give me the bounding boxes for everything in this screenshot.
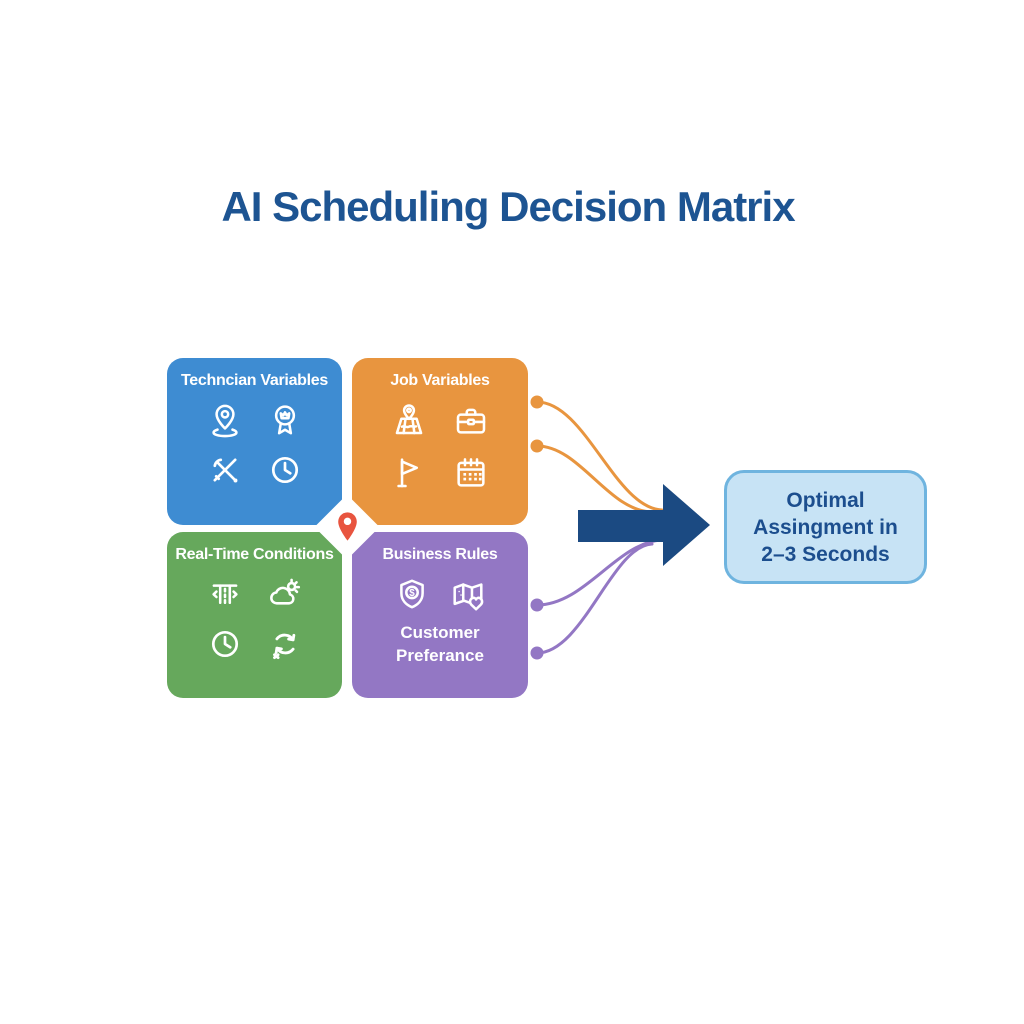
svg-text:$: $ (409, 588, 415, 599)
icon-grid: $ (393, 576, 487, 614)
map-pin-marker-icon (338, 512, 357, 541)
quadrant-real-time-conditions: Real-Time Conditions (167, 532, 342, 698)
purple-connector-line (535, 538, 664, 607)
result-box: Optimal Assingment in 2–3 Seconds (724, 470, 927, 584)
quadrant-sublabel: Customer Preferance (396, 623, 484, 665)
flow-connectors (530, 395, 710, 660)
flag-icon (390, 454, 428, 492)
tools-icon (207, 452, 243, 488)
connector-dot (530, 439, 544, 453)
location-pin-icon (207, 402, 243, 438)
quadrant-label: Real-Time Conditions (175, 546, 334, 563)
quadrant-business-rules: Business Rules $ Customer Preferanc (352, 532, 528, 698)
result-line: Optimal (786, 488, 865, 512)
result-line: Assingment in (753, 515, 898, 539)
award-badge-icon (267, 402, 303, 438)
calendar-icon (452, 454, 490, 492)
quadrant-job-variables: Job Variables (352, 358, 528, 525)
sync-arrows-icon (267, 626, 303, 662)
right-arrow-icon (578, 484, 710, 566)
purple-connector-line (535, 542, 654, 655)
connector-dot (530, 395, 544, 409)
traffic-lanes-icon (207, 576, 243, 612)
icon-grid (207, 576, 303, 662)
orange-connector-line (535, 400, 664, 512)
briefcase-icon (452, 402, 490, 440)
result-line: 2–3 Seconds (761, 542, 890, 566)
map-heart-icon (449, 576, 487, 614)
icon-grid (390, 402, 490, 492)
quadrant-label: Techncian Variables (181, 372, 328, 389)
quadrant-technician-variables: Techncian Variables (167, 358, 342, 525)
diagram-title: AI Scheduling Decision Matrix (221, 183, 795, 230)
map-pin-icon (390, 402, 428, 440)
connector-dot (530, 646, 544, 660)
quadrant-label: Business Rules (382, 546, 498, 563)
shield-dollar-icon: $ (393, 576, 431, 614)
connector-dot (530, 598, 544, 612)
weather-cloud-sun-icon (267, 576, 303, 612)
orange-connector-line (535, 444, 654, 514)
clock-icon (267, 452, 303, 488)
quadrant-label: Job Variables (390, 372, 490, 389)
clock-icon (207, 626, 243, 662)
icon-grid (207, 402, 303, 488)
